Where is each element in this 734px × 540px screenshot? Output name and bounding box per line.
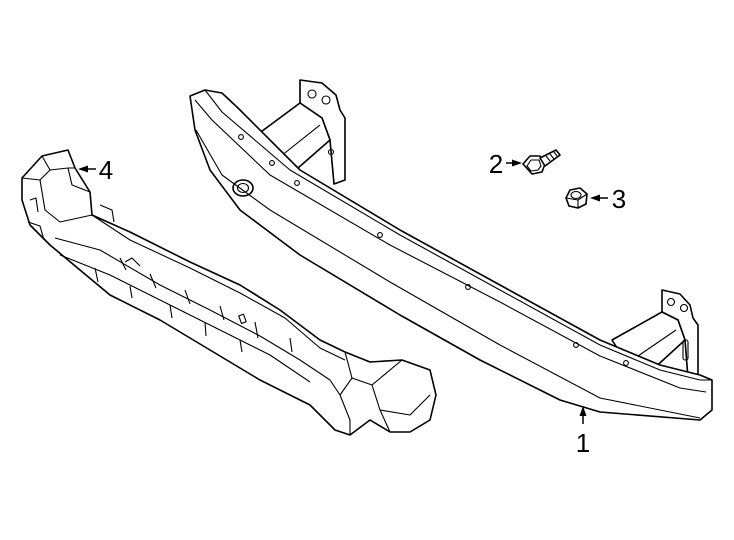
callout-4: 4 [78, 155, 113, 185]
callout-label-2: 2 [489, 149, 503, 179]
callout-1: 1 [576, 406, 590, 458]
nut[interactable] [565, 187, 588, 209]
callout-label-3: 3 [612, 184, 626, 214]
bolt[interactable] [522, 149, 561, 175]
bumper-reinforcement-beam[interactable] [189, 79, 713, 421]
callout-label-4: 4 [99, 155, 113, 185]
beam-holes [238, 134, 629, 366]
callout-label-1: 1 [576, 428, 590, 458]
callout-3: 3 [590, 184, 626, 214]
callout-2: 2 [489, 149, 522, 179]
energy-absorber[interactable] [21, 149, 437, 436]
